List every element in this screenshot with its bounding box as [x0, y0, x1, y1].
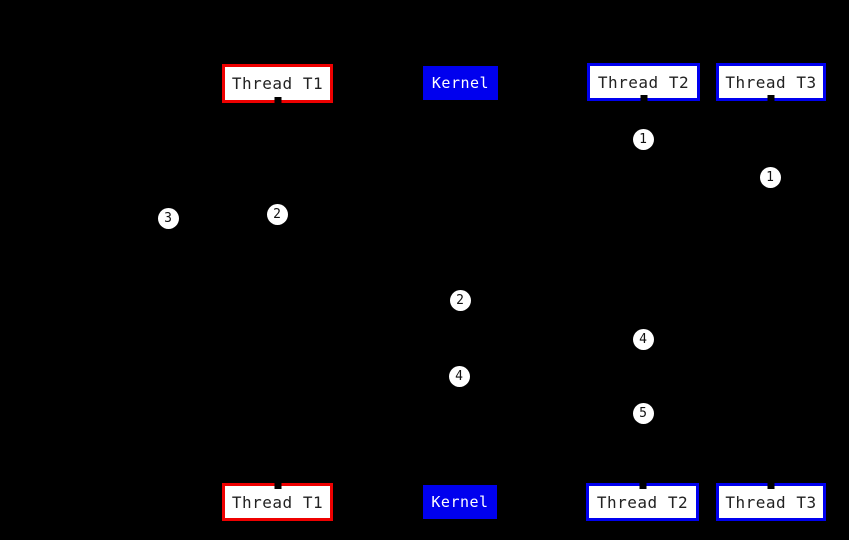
step-marker-5: 5 — [632, 402, 654, 424]
lifeline-notch — [640, 95, 647, 102]
lane-box-label: Kernel — [431, 493, 489, 511]
lane-box-label: Kernel — [431, 74, 490, 92]
lifeline-notch — [274, 482, 281, 489]
lane-box-thread-t2-bottom: Thread T2 — [586, 482, 699, 521]
lane-box-thread-t1-bottom: Thread T1 — [222, 482, 333, 521]
lane-box-label: Thread T2 — [597, 72, 690, 92]
lane-box-label: Thread T2 — [596, 492, 689, 512]
lane-box-kernel-bottom: Kernel — [423, 485, 497, 519]
step-marker-1: 1 — [759, 166, 781, 188]
step-marker-3: 3 — [157, 207, 179, 229]
lane-box-label: Thread T1 — [231, 492, 324, 512]
lane-box-label: Thread T3 — [725, 72, 817, 92]
lane-box-thread-t3-bottom: Thread T3 — [716, 482, 826, 521]
lane-box-thread-t3-top: Thread T3 — [716, 63, 826, 102]
lane-box-thread-t1-top: Thread T1 — [222, 64, 333, 104]
lane-box-label: Thread T1 — [231, 74, 324, 93]
lane-box-thread-t2-top: Thread T2 — [587, 63, 700, 102]
step-marker-2: 2 — [449, 289, 471, 311]
lifeline-notch — [767, 482, 775, 489]
step-marker-4: 4 — [632, 328, 654, 350]
step-marker-4: 4 — [448, 365, 470, 387]
lifeline-notch — [639, 482, 646, 489]
lane-box-kernel-top: Kernel — [423, 66, 498, 100]
lifeline-notch — [767, 95, 775, 102]
lane-box-label: Thread T3 — [725, 492, 817, 512]
lifeline-notch — [274, 97, 281, 104]
step-marker-2: 2 — [266, 203, 288, 225]
step-marker-1: 1 — [632, 128, 654, 150]
